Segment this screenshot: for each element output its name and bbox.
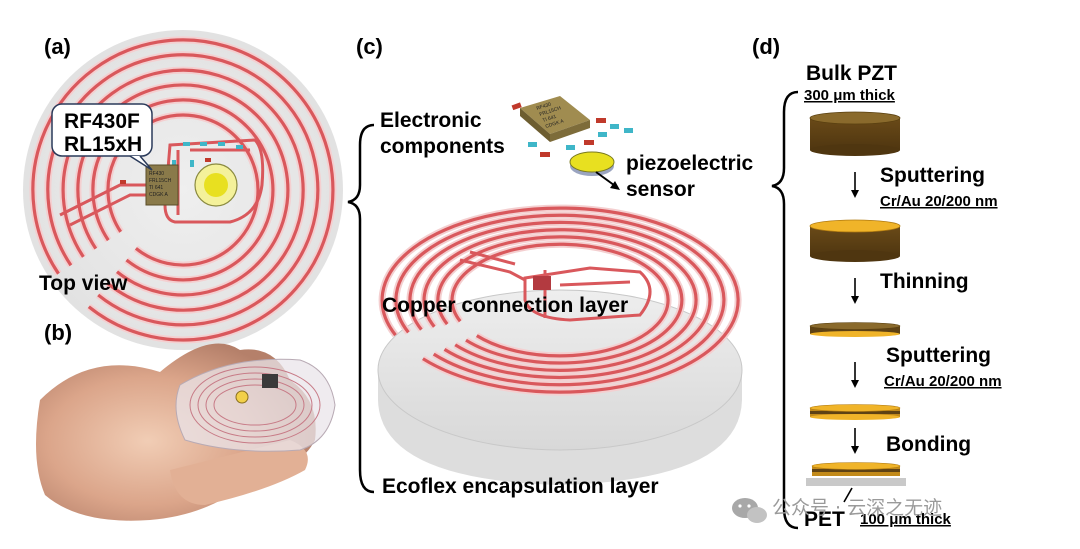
panel-c-passives: [511, 102, 633, 157]
panel-a-coil-turn-5: [91, 98, 275, 282]
panel-d-label: (d): [752, 34, 780, 59]
panel-d-step-1-name: Sputtering: [880, 164, 985, 187]
panel-a-callout-line-2: RL15xH: [64, 133, 142, 156]
panel-a-components: [120, 142, 243, 184]
panel-c-coil: [378, 204, 742, 396]
panel-c-components-line-1: Electronic: [380, 109, 482, 132]
panel-c-coil-turn-1: [380, 206, 740, 394]
panel-a-piezo-core: [204, 173, 228, 197]
panel-d-step-2-name: Thinning: [880, 270, 969, 293]
panel-b-fingers: [170, 440, 308, 505]
panel-a-label: (a): [44, 34, 71, 59]
panel-c-chip-mark-4: CDGK A: [545, 118, 565, 130]
panel-a-chip-mark-2: FRL15CH: [149, 178, 172, 184]
panel-d-substrate-label: PET: [804, 508, 845, 531]
panel-a-view-label: Top view: [39, 272, 128, 295]
panel-b-tag-coil: [189, 366, 321, 444]
panel-a-chip-mark-4: CDGK A: [149, 192, 169, 198]
panel-a-coil-turn-1: [31, 38, 335, 342]
panel-d-start-thickness: 300 μm thick: [804, 87, 896, 104]
panel-c-sensor-arrowhead: [610, 181, 620, 190]
panel-c-ecoflex-label: Ecoflex encapsulation layer: [382, 475, 659, 498]
panel-c-brace: [347, 123, 375, 494]
wechat-icon: [732, 498, 767, 523]
panel-c-coil-turn-4: [422, 228, 698, 372]
panel-c-chip: RF430 FRL15CH TI 641 CDGK A: [520, 96, 590, 142]
panel-d-step-3-name: Sputtering: [886, 344, 991, 367]
panel-d-step-3-detail: Cr/Au 20/200 nm: [884, 373, 1002, 390]
watermark-text: 公众号 · 云深之无迹: [772, 497, 942, 519]
panel-d-stage-thinned: [809, 322, 901, 337]
panel-c-chip-pad: [533, 276, 551, 290]
panel-a-callout-box: [51, 103, 153, 157]
panel-d-brace: [771, 90, 799, 530]
watermark: 公众号 · 云深之无迹: [732, 497, 942, 523]
panel-d-stage-bonded: [806, 462, 906, 486]
panel-c-chip-mark-3: TI 641: [542, 114, 558, 124]
panel-b-chip: [262, 374, 278, 388]
panel-d-pet-arrow: [843, 487, 853, 503]
panel-a-chip-mark-3: TI 641: [149, 185, 163, 191]
panel-d-stage-bulk: [809, 111, 901, 156]
panel-c: (c) RF430 FRL15CH TI 641 CDGK A: [347, 34, 754, 498]
panel-c-copper-label: Copper connection layer: [382, 294, 628, 317]
panel-a: RF430 FRL15CH TI 641 CDGK A RF430F RL15x…: [23, 30, 343, 350]
panel-a-callout-pointer: [129, 155, 153, 171]
panel-d-step-1-detail: Cr/Au 20/200 nm: [880, 193, 998, 210]
panel-d-stage-double-coated: [809, 404, 901, 420]
panel-c-coil-turn-2: [394, 213, 726, 387]
panel-b: (b): [36, 320, 336, 521]
panel-c-coil-turn-6: [450, 242, 670, 358]
panel-a-chip: RF430 FRL15CH TI 641 CDGK A: [145, 164, 179, 206]
panel-a-coil-turn-6: [106, 113, 260, 267]
panel-a-callout-line-1: RF430F: [64, 110, 140, 133]
panel-b-photo: [36, 343, 336, 521]
panel-c-piezo-line-1: piezoelectric: [626, 152, 754, 175]
panel-c-piezo-sensor: [569, 151, 615, 176]
panel-c-coil-turn-3: [408, 220, 712, 380]
panel-c-components-line-2: components: [380, 135, 505, 158]
panel-a-substrate: [23, 30, 343, 350]
panel-c-chip-mark-1: RF430: [536, 101, 552, 111]
panel-d-end-thickness: 100 μm thick: [860, 511, 952, 528]
panel-d-process-arrowheads: [851, 190, 859, 454]
panel-d-title: Bulk PZT: [806, 62, 897, 85]
panel-a-chip-mark-1: RF430: [149, 171, 164, 177]
panel-c-label: (c): [356, 34, 383, 59]
panel-c-coil-turn-5: [436, 235, 684, 365]
panel-d: (d) Bulk PZT 300 μm thick: [752, 34, 1002, 531]
panel-d-stage-sputtered: [809, 219, 901, 262]
panel-b-sensor: [235, 390, 249, 404]
panel-d-step-4-name: Bonding: [886, 433, 971, 456]
panel-c-piezo-line-2: sensor: [626, 178, 695, 201]
panel-b-label: (b): [44, 320, 72, 345]
